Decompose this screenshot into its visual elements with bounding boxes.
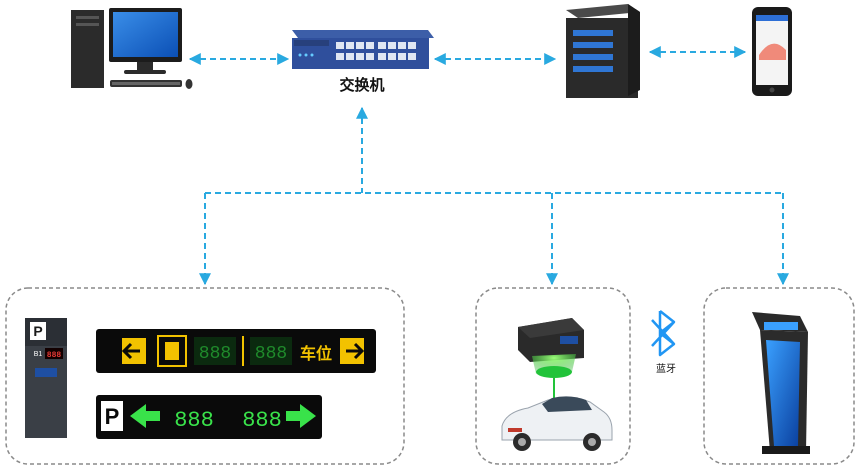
right-arrow-icon (286, 404, 316, 428)
led-guidance-sign: P 888 888 (96, 395, 322, 439)
server-icon (566, 4, 640, 98)
connector-lines (188, 46, 789, 286)
smartphone-icon (752, 7, 792, 96)
led-digits-left: 888 (174, 408, 214, 433)
led-digits-right: 888 (242, 408, 282, 433)
self-service-kiosk-icon (752, 312, 810, 454)
switch-label: 交换机 (339, 76, 384, 94)
sign-text-parking-space: 车位 (300, 344, 332, 363)
left-arrow-icon (130, 404, 160, 428)
parking-guidance-sign: 888 888 车位 (96, 329, 376, 373)
kiosk-group (703, 287, 855, 465)
bluetooth-label: 蓝牙 (656, 363, 676, 375)
parking-space-icon (157, 335, 187, 367)
pillar-digits: 888 (47, 351, 62, 360)
svg-text:P: P (33, 323, 42, 339)
car-icon (501, 396, 613, 451)
camera-group (475, 287, 631, 465)
pillar-floor-label: B1 (34, 351, 43, 358)
bluetooth-icon (651, 310, 676, 357)
sign-digits-right: 888 (255, 344, 287, 364)
desktop-pc-icon (71, 8, 193, 89)
parking-pillar-icon: P B1 888 (25, 318, 67, 438)
network-switch-icon (292, 30, 434, 69)
sign-digits-left: 888 (199, 344, 231, 364)
parking-camera-icon (518, 318, 584, 402)
guidance-devices-group (5, 287, 405, 465)
parking-p-icon: P (105, 404, 120, 429)
